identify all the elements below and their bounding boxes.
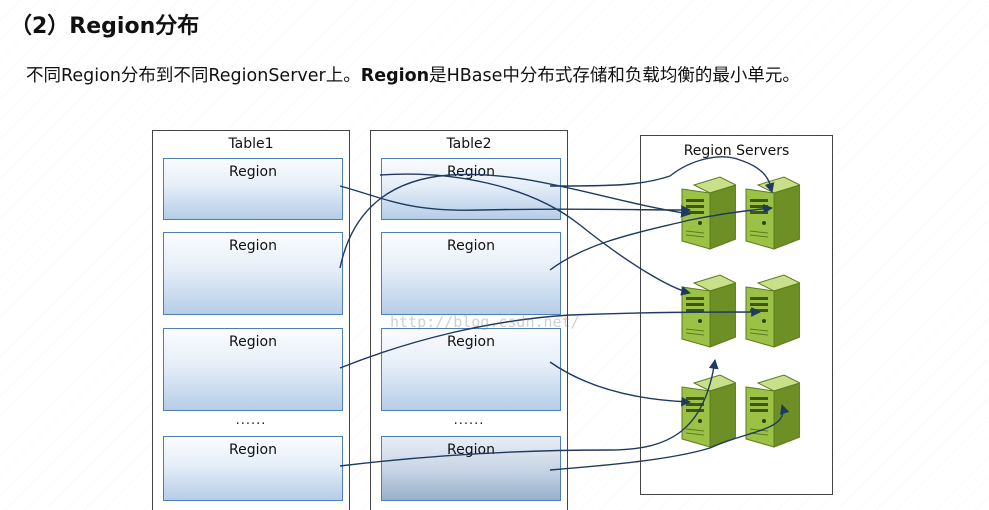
table1-title: Table1 xyxy=(228,136,274,152)
description-paragraph: 不同Region分布到不同RegionServer上。Region是HBase中… xyxy=(26,62,800,87)
table1-region-2: Region xyxy=(163,232,343,315)
table2-region-4: Region xyxy=(381,436,561,501)
region-label: Region xyxy=(229,442,277,458)
region-label: Region xyxy=(447,164,495,180)
table1-box: Table1 Region Region Region ...... Regio… xyxy=(152,130,350,510)
region-label: Region xyxy=(229,238,277,254)
table2-region-2: Region xyxy=(381,232,561,315)
region-label: Region xyxy=(447,334,495,350)
server-icon xyxy=(744,273,800,349)
table2-region-1: Region xyxy=(381,158,561,220)
region-label: Region xyxy=(229,334,277,350)
watermark: http://blog.csdn.net/ xyxy=(390,313,580,331)
server-icon xyxy=(744,175,800,251)
table1-region-3: Region xyxy=(163,328,343,411)
region-servers-title: Region Servers xyxy=(683,143,790,159)
region-label: Region xyxy=(447,442,495,458)
server-icon xyxy=(744,373,800,449)
description-text-1: 不同Region分布到不同RegionServer上。 xyxy=(26,66,361,86)
table1-region-4: Region xyxy=(163,436,343,501)
server-icon xyxy=(680,273,736,349)
server-icon xyxy=(680,373,736,449)
table1-region-1: Region xyxy=(163,158,343,220)
region-label: Region xyxy=(229,164,277,180)
table2-ellipsis: ...... xyxy=(453,413,485,428)
section-heading: （2）Region分布 xyxy=(10,14,200,39)
description-bold-term: Region xyxy=(360,66,430,86)
region-servers-box: Region Servers xyxy=(640,135,833,495)
server-icon xyxy=(680,175,736,251)
description-text-2: 是HBase中分布式存储和负载均衡的最小单元。 xyxy=(429,66,800,86)
table2-title: Table2 xyxy=(446,136,492,152)
table1-ellipsis: ...... xyxy=(235,413,267,428)
table2-region-3: Region xyxy=(381,328,561,411)
region-label: Region xyxy=(447,238,495,254)
